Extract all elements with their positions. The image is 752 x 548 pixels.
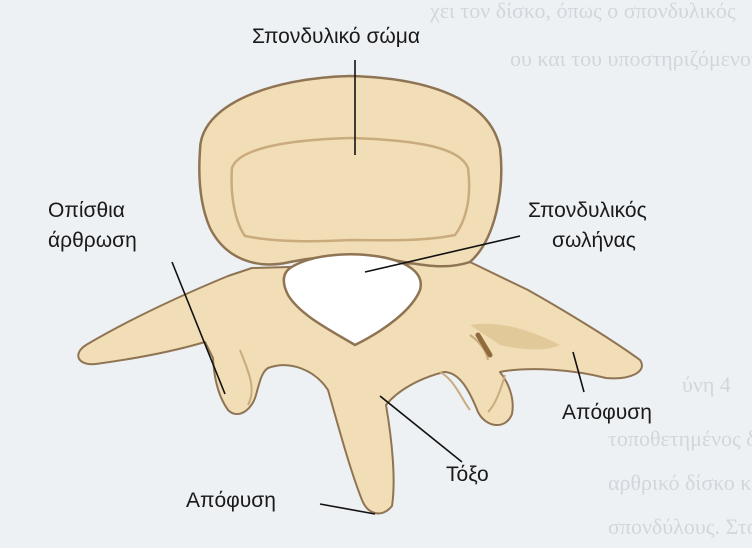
vertebral-body-shape [199,76,501,266]
background-text-2: ου και του υποστηριζόμενου [510,46,752,72]
label-spinal-canal-line1: Σπονδυλικός [528,198,647,224]
background-text-3: ύνη 4 [682,372,731,398]
background-text-4: τοποθετημένος δίσκος στην [608,426,752,452]
background-text-5: αρθρικό δίσκο κατά την [608,470,752,496]
label-spinous-process: Απόφυση [186,488,276,514]
label-transverse-process: Απόφυση [562,400,652,426]
label-facet-joint-line1: Οπίσθια [48,198,125,224]
label-spinal-canal-line2: σωλήνας [552,228,636,254]
background-text-6: σπονδύλους. Στο κέντρο του [608,514,752,540]
label-arch: Τόξο [446,462,489,488]
label-vertebral-body: Σπονδυλικό σώμα [252,24,420,50]
background-text-1: χει τον δίσκο, όπως ο σπονδυλικός [430,0,736,24]
label-facet-joint-line2: άρθρωση [48,228,137,254]
